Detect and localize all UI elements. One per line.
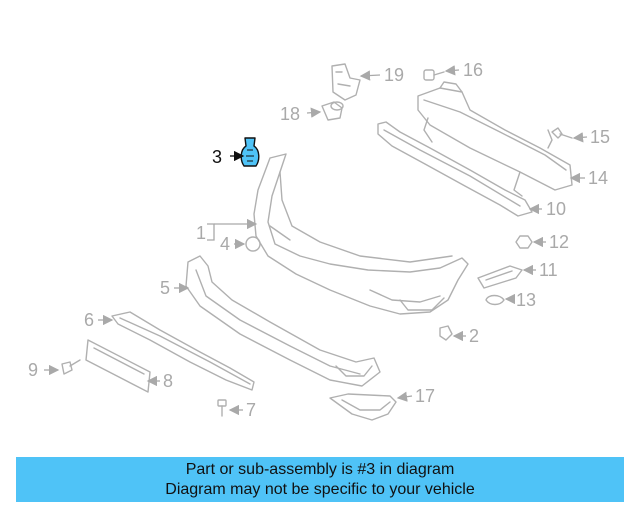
part-1-bumper-cover (207, 153, 469, 315)
callout-4[interactable]: 4 (220, 234, 230, 254)
part-11-bracket (477, 264, 536, 289)
callout-14[interactable]: 14 (588, 168, 608, 188)
callout-12[interactable]: 12 (549, 232, 569, 252)
callout-3[interactable]: 3 (212, 147, 222, 167)
parts-diagram: 19 18 16 14 15 10 3 (28, 60, 610, 421)
callout-6[interactable]: 6 (84, 310, 94, 330)
part-10-absorber (377, 121, 542, 217)
banner-line-1: Part or sub-assembly is #3 in diagram (185, 461, 455, 478)
callout-9[interactable]: 9 (28, 360, 38, 380)
callout-17[interactable]: 17 (415, 386, 435, 406)
callout-1[interactable]: 1 (196, 223, 206, 243)
callout-8[interactable]: 8 (163, 371, 173, 391)
part-5-lower-valance (174, 255, 381, 387)
callout-5[interactable]: 5 (160, 278, 170, 298)
callout-18[interactable]: 18 (280, 104, 300, 124)
part-2-screw (439, 325, 466, 342)
part-8-plate-bracket (85, 339, 160, 393)
part-12-nut (515, 235, 546, 249)
callout-16[interactable]: 16 (463, 60, 483, 80)
callout-7[interactable]: 7 (246, 400, 256, 420)
part-13-clip (485, 293, 516, 306)
part-16-bolt (423, 65, 460, 81)
part-6-lip-trim (98, 311, 255, 391)
part-19-bracket (331, 63, 381, 101)
info-banner: Part or sub-assembly is #3 in diagram Di… (16, 457, 624, 502)
part-7-bolt (217, 399, 243, 417)
part-4-ring (234, 236, 261, 252)
banner-line-2: Diagram may not be specific to your vehi… (165, 481, 475, 498)
part-9-screw (44, 359, 81, 376)
part-3-fastener (230, 137, 260, 167)
callout-2[interactable]: 2 (469, 326, 479, 346)
callout-11[interactable]: 11 (539, 260, 558, 280)
callout-13[interactable]: 13 (516, 290, 536, 310)
part-17-fog-trim (329, 391, 413, 421)
part-14-reinforcement (417, 81, 585, 197)
callout-15[interactable]: 15 (590, 127, 610, 147)
callout-10[interactable]: 10 (546, 199, 566, 219)
part-18-sensor (306, 101, 344, 121)
part-15-screw (551, 127, 588, 143)
callout-19[interactable]: 19 (384, 65, 404, 85)
